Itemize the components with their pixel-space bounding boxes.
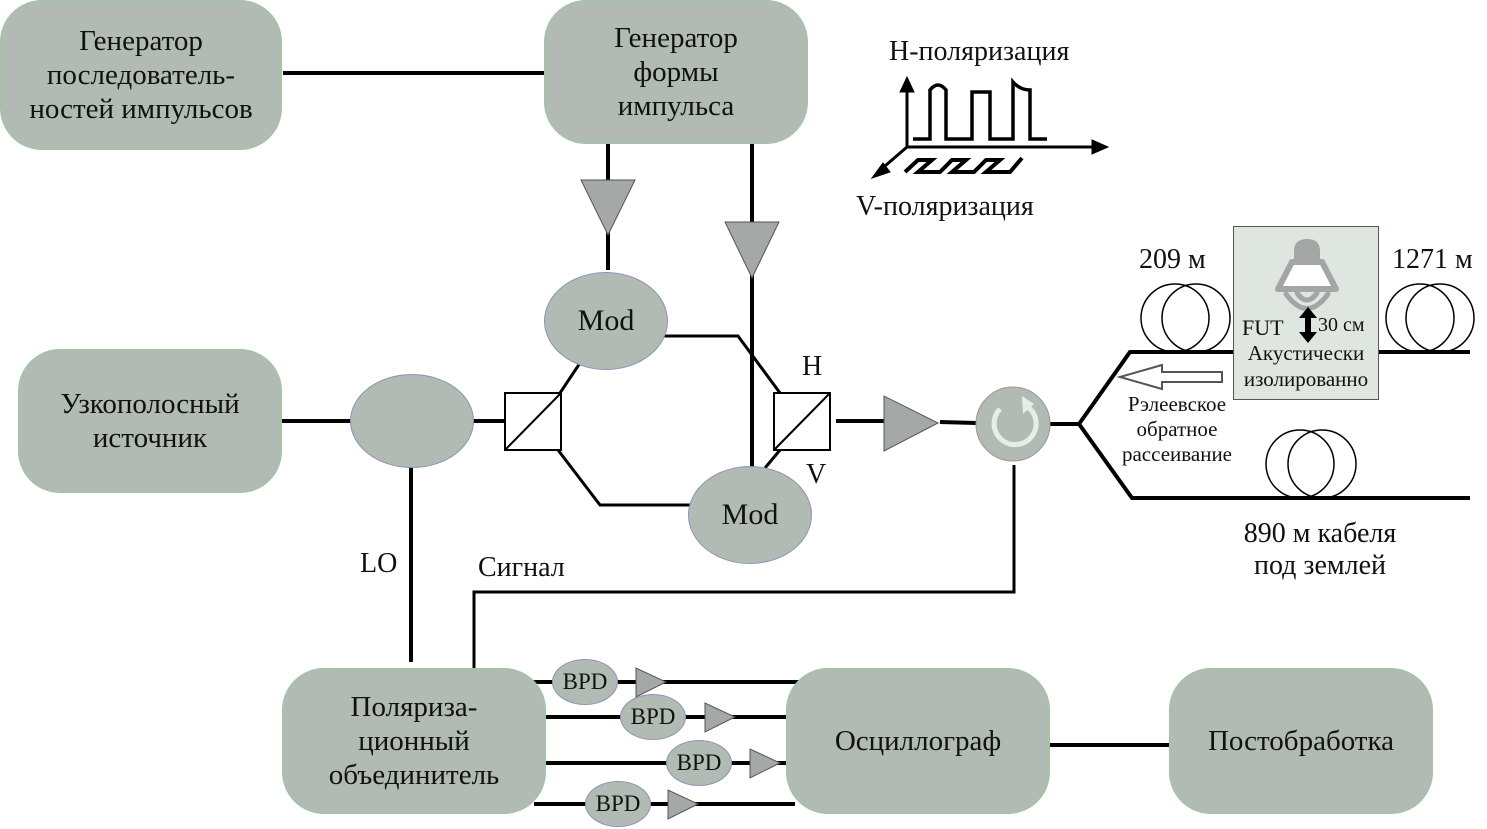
modulator-upper: Mod: [544, 272, 668, 370]
optical-amplifier: [883, 395, 940, 452]
rf-amplifier-1: [580, 179, 636, 237]
postprocessing: Постобработка: [1169, 668, 1433, 814]
polarization-sketch-icon: [870, 75, 1110, 179]
pulse-shape-generator: Генератор формы импульса: [544, 0, 808, 144]
fut-box: FUT 30 см Акустически изолированно: [1233, 226, 1379, 400]
signal-label: Сигнал: [478, 552, 565, 583]
fiber-1271-label: 1271 м: [1392, 244, 1473, 275]
bpd-amp-2: [704, 702, 737, 733]
fut-label: FUT: [1242, 315, 1284, 340]
modulator-upper-label: Mod: [577, 304, 635, 337]
link-amp-to-circulator: [939, 420, 977, 425]
fiber-209-label: 209 м: [1139, 244, 1206, 275]
pulse-sequence-generator-label: Генератор последователь- ностей импульсо…: [29, 25, 253, 125]
distance-label: 30 см: [1318, 314, 1365, 336]
bpd-amp-4: [667, 789, 700, 820]
arm-upper-right: [664, 334, 782, 394]
polarization-combiner-label: Поляриза- ционный объединитель: [328, 691, 500, 791]
arm-upper-left: [558, 359, 584, 394]
h-label: H: [802, 351, 823, 382]
arm-lower-right: [763, 449, 782, 469]
narrowband-source-label: Узкополосный источник: [60, 388, 240, 454]
double-arrow-icon: [1299, 307, 1317, 343]
acoustic-isolated-line2: изолированно: [1243, 367, 1369, 391]
pbs-input: [504, 392, 562, 451]
fiber-spool-1271: [1385, 283, 1475, 353]
cable-label: 890 м кабеля под землей: [1243, 518, 1397, 581]
bpd-2: BPD: [620, 694, 686, 740]
circulator-icon: [991, 405, 1039, 448]
bpd-4-label: BPD: [595, 791, 641, 816]
fiber-spool-209: [1140, 283, 1231, 353]
coupler: [350, 374, 474, 468]
bpd-1: BPD: [552, 659, 618, 705]
h-polarization-label: H-поляризация: [889, 36, 1070, 67]
polarization-combiner: Поляриза- ционный объединитель: [282, 668, 546, 814]
modulator-lower: Mod: [688, 466, 812, 564]
bpd-4: BPD: [585, 781, 651, 827]
circulator: [975, 386, 1051, 462]
bpd-3: BPD: [666, 740, 732, 786]
rayleigh-label: Рэлеевское обратное рассеивание: [1121, 392, 1233, 466]
bpd-2-label: BPD: [630, 704, 676, 729]
acoustic-isolated-line1: Акустически: [1247, 341, 1365, 365]
link-signal: [472, 465, 1016, 668]
oscilloscope: Осциллограф: [786, 668, 1050, 814]
bpd-3-label: BPD: [676, 750, 722, 775]
backscatter-arrow: [1116, 363, 1223, 391]
rf-amplifier-2: [724, 221, 780, 280]
oscilloscope-label: Осциллограф: [834, 725, 1002, 757]
modulator-lower-label: Mod: [721, 498, 779, 531]
narrowband-source: Узкополосный источник: [18, 349, 282, 493]
pulse-sequence-generator: Генератор последователь- ностей импульсо…: [0, 0, 282, 150]
pbs-output: [773, 392, 831, 451]
bpd-amp-3: [749, 748, 782, 779]
lo-label: LO: [360, 548, 398, 579]
vibration-source-icon: [1275, 239, 1339, 311]
pulse-shape-generator-label: Генератор формы импульса: [614, 22, 738, 122]
bpd-amp-1: [635, 667, 668, 698]
postprocessing-label: Постобработка: [1207, 725, 1395, 757]
arm-lower-left: [556, 449, 690, 507]
fiber-lower: [1077, 422, 1470, 500]
v-label: V: [806, 459, 827, 490]
v-polarization-label: V-поляризация: [856, 191, 1034, 222]
fiber-spool-890: [1265, 429, 1357, 499]
bpd-1-label: BPD: [562, 669, 608, 694]
